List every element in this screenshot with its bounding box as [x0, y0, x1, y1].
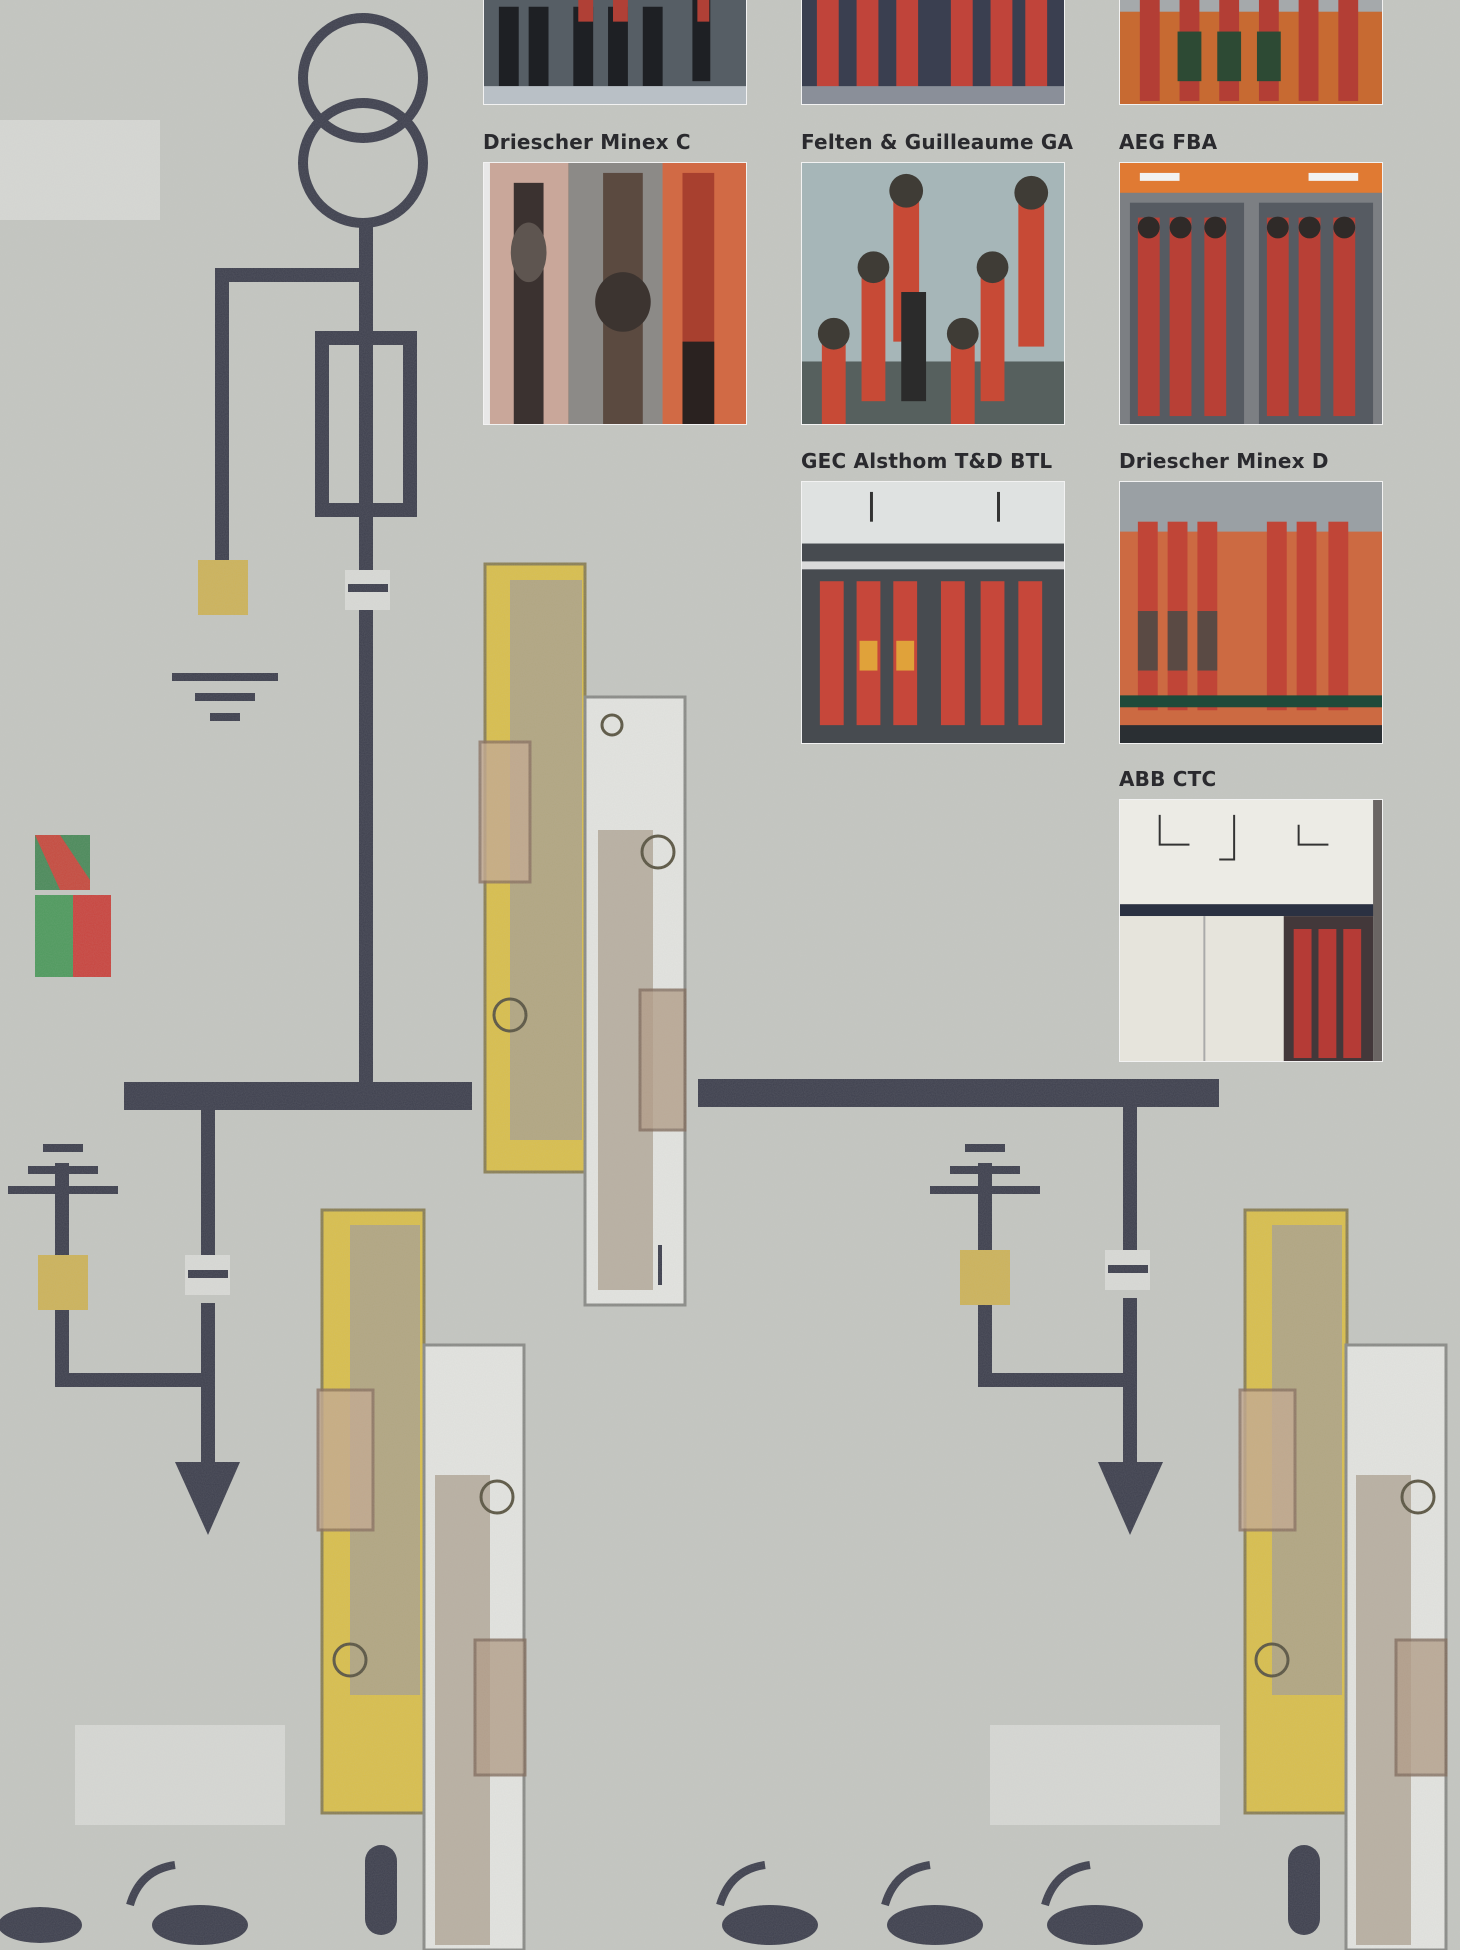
caption-abb-ctc: ABB CTC: [1119, 767, 1217, 791]
caption-aeg-fba: AEG FBA: [1119, 130, 1218, 154]
photo-driescher-minex-d: [1119, 481, 1383, 744]
arrow-down-icon: [175, 1462, 1163, 1535]
photo-top-right: [1119, 0, 1383, 105]
switch-panel-right: [1238, 1208, 1448, 1950]
caption-driescher-minex-d: Driescher Minex D: [1119, 449, 1329, 473]
switch-panel-center: [478, 562, 687, 1307]
photo-top-middle: [801, 0, 1065, 105]
ground-symbol: [8, 673, 1040, 1194]
switch-panel-left: [316, 1208, 527, 1950]
cable-plug-icon: [0, 1845, 1320, 1945]
photo-top-left: [483, 0, 747, 105]
caption-felten-guilleaume-ga: Felten & Guilleaume GA: [801, 130, 1074, 154]
photo-aeg-fba: [1119, 162, 1383, 425]
photo-driescher-minex-c: [483, 162, 747, 425]
caption-driescher-minex-c: Driescher Minex C: [483, 130, 691, 154]
photo-felten-guilleaume-ga: [801, 162, 1065, 425]
caption-gec-alsthom-btl: GEC Alsthom T&D BTL: [801, 449, 1053, 473]
photo-abb-ctc: [1119, 799, 1383, 1062]
photo-gec-alsthom-btl: [801, 481, 1065, 744]
